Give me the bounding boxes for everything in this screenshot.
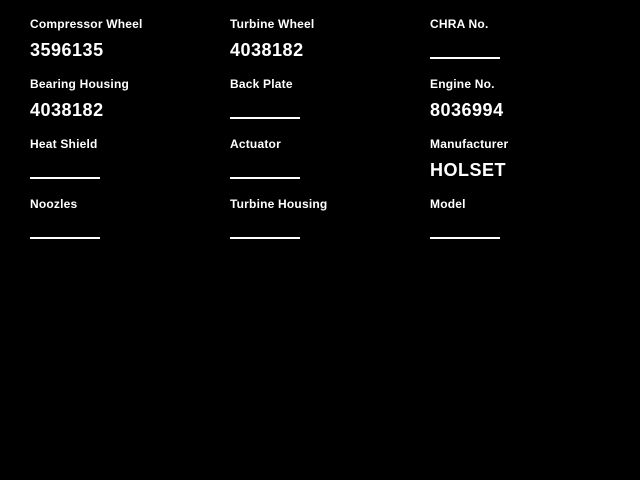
parts-fields-grid: Compressor Wheel 3596135 Turbine Wheel 4… [30,17,630,257]
field-value [30,159,100,179]
field-value [230,159,300,179]
field-value [30,219,100,239]
field-label: CHRA No. [430,17,489,31]
field-chra-no: CHRA No. [430,17,630,77]
field-label: Turbine Housing [230,197,328,211]
field-label: Model [430,197,466,211]
field-value: 3596135 [30,40,104,60]
field-label: Noozles [30,197,78,211]
field-value: 4038182 [30,100,104,120]
field-noozles: Noozles [30,197,230,257]
field-value: HOLSET [430,160,507,180]
field-compressor-wheel: Compressor Wheel 3596135 [30,17,230,77]
field-actuator: Actuator [230,137,430,197]
field-bearing-housing: Bearing Housing 4038182 [30,77,230,137]
field-value: 4038182 [230,40,304,60]
field-value [430,39,500,59]
field-turbine-housing: Turbine Housing [230,197,430,257]
field-label: Actuator [230,137,281,151]
field-label: Bearing Housing [30,77,130,91]
field-label: Compressor Wheel [30,17,143,31]
field-heat-shield: Heat Shield [30,137,230,197]
field-label: Engine No. [430,77,495,91]
field-label: Turbine Wheel [230,17,315,31]
field-back-plate: Back Plate [230,77,430,137]
field-model: Model [430,197,630,257]
field-value: 8036994 [430,100,504,120]
field-turbine-wheel: Turbine Wheel 4038182 [230,17,430,77]
field-value [230,219,300,239]
field-engine-no: Engine No. 8036994 [430,77,630,137]
field-label: Back Plate [230,77,293,91]
field-label: Heat Shield [30,137,98,151]
field-value [430,219,500,239]
field-value [230,99,300,119]
field-label: Manufacturer [430,137,509,151]
field-manufacturer: Manufacturer HOLSET [430,137,630,197]
